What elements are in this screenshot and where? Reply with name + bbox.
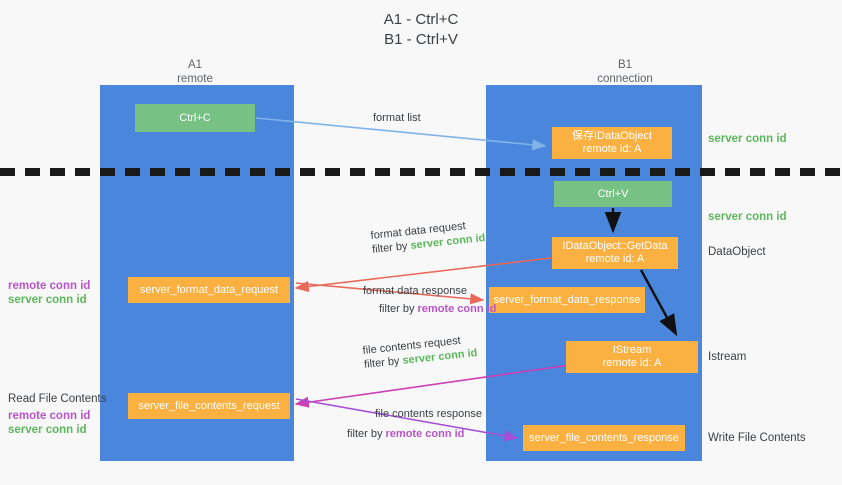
side-label-write-file-contents: Write File Contents	[708, 432, 806, 444]
edge-label-file-contents-response: file contents response filter by remote …	[347, 407, 483, 441]
arrow-format-data-response	[295, 282, 485, 305]
lane-a1-role: remote	[177, 73, 213, 85]
box-getdata-line2: remote id: A	[585, 253, 645, 265]
remote-conn-id-text: remote conn id	[417, 303, 497, 315]
edge-label-fcresp-filter: filter by remote conn id	[347, 421, 482, 441]
edge-label-fdresp-filter: filter by remote conn id	[363, 298, 496, 316]
box-istream[interactable]: IStream remote id: A	[566, 341, 698, 373]
phase-separator-dashed-line	[0, 168, 842, 176]
lane-a1-name: A1	[187, 59, 203, 71]
box-save-idataobject-line1: 保存IDataObject	[571, 130, 653, 142]
side-label-read-file-contents: Read File Contents	[8, 393, 107, 405]
box-ctrl-v[interactable]: Ctrl+V	[554, 181, 672, 207]
filter-by-text: filter by	[379, 303, 415, 315]
lane-b1-role: connection	[597, 73, 653, 85]
edge-label-format-list: format list	[373, 111, 421, 125]
box-getdata-line1: IDataObject::GetData	[562, 240, 668, 252]
box-sfdreq-label: server_format_data_request	[139, 283, 279, 296]
box-ctrl-v-label: Ctrl+V	[597, 187, 629, 200]
side-label-server-conn-id: server conn id	[8, 424, 87, 436]
page-title: A1 - Ctrl+C B1 - Ctrl+V	[0, 10, 842, 50]
side-label-conn-ids-upper: remote conn id server conn id	[8, 279, 90, 307]
box-sfcresp-label: server_file_contents_response	[529, 431, 679, 444]
lane-header-b1: B1 connection	[545, 58, 705, 86]
box-server-file-contents-request[interactable]: server_file_contents_request	[128, 393, 290, 419]
remote-conn-id-text: remote conn id	[385, 428, 465, 440]
arrow-format-list	[255, 117, 547, 151]
box-istream-line2: remote id: A	[602, 357, 662, 369]
lane-b1-name: B1	[617, 59, 633, 71]
side-label-server-conn-id-mid: server conn id	[708, 211, 787, 223]
box-save-idataobject-line2: remote id: A	[582, 143, 642, 155]
side-label-remote-conn-id: remote conn id	[8, 280, 91, 292]
box-server-file-contents-response[interactable]: server_file_contents_response	[523, 425, 685, 451]
side-label-remote-conn-id: remote conn id	[8, 410, 91, 422]
edge-label-fcresp-text: file contents response	[375, 408, 483, 420]
box-ctrl-c-label: Ctrl+C	[179, 111, 211, 124]
box-ctrl-c[interactable]: Ctrl+C	[135, 104, 255, 132]
filter-by-text: filter by	[347, 428, 383, 440]
arrow-getdata-to-istream	[639, 269, 678, 337]
box-idataobject-getdata[interactable]: IDataObject::GetData remote id: A	[552, 237, 678, 269]
side-label-conn-ids-lower: remote conn id server conn id	[8, 409, 90, 437]
box-server-format-data-request[interactable]: server_format_data_request	[128, 277, 290, 303]
edge-label-format-data-response: format data response filter by remote co…	[363, 284, 496, 316]
box-sfdresp-label: server_format_data_response	[493, 293, 641, 306]
side-label-dataobject: DataObject	[708, 246, 766, 258]
box-sfcreq-label: server_file_contents_request	[138, 399, 280, 412]
box-server-format-data-response[interactable]: server_format_data_response	[489, 287, 645, 313]
lane-header-a1: A1 remote	[115, 58, 275, 86]
title-line-1: A1 - Ctrl+C	[383, 11, 459, 28]
title-line-2: B1 - Ctrl+V	[384, 31, 458, 48]
box-istream-line1: IStream	[612, 344, 652, 356]
side-label-server-conn-id: server conn id	[8, 294, 87, 306]
filter-by-text: filter by	[371, 240, 409, 256]
edge-label-format-list-text: format list	[373, 112, 421, 124]
arrow-format-data-request	[294, 257, 552, 293]
arrow-file-contents-response	[295, 398, 519, 442]
side-label-server-conn-id-top: server conn id	[708, 133, 787, 145]
edge-label-fdresp-text: format data response	[363, 285, 467, 297]
filter-by-text: filter by	[363, 355, 401, 371]
side-label-istream: Istream	[708, 351, 747, 363]
box-save-idataobject[interactable]: 保存IDataObject remote id: A	[552, 127, 672, 159]
